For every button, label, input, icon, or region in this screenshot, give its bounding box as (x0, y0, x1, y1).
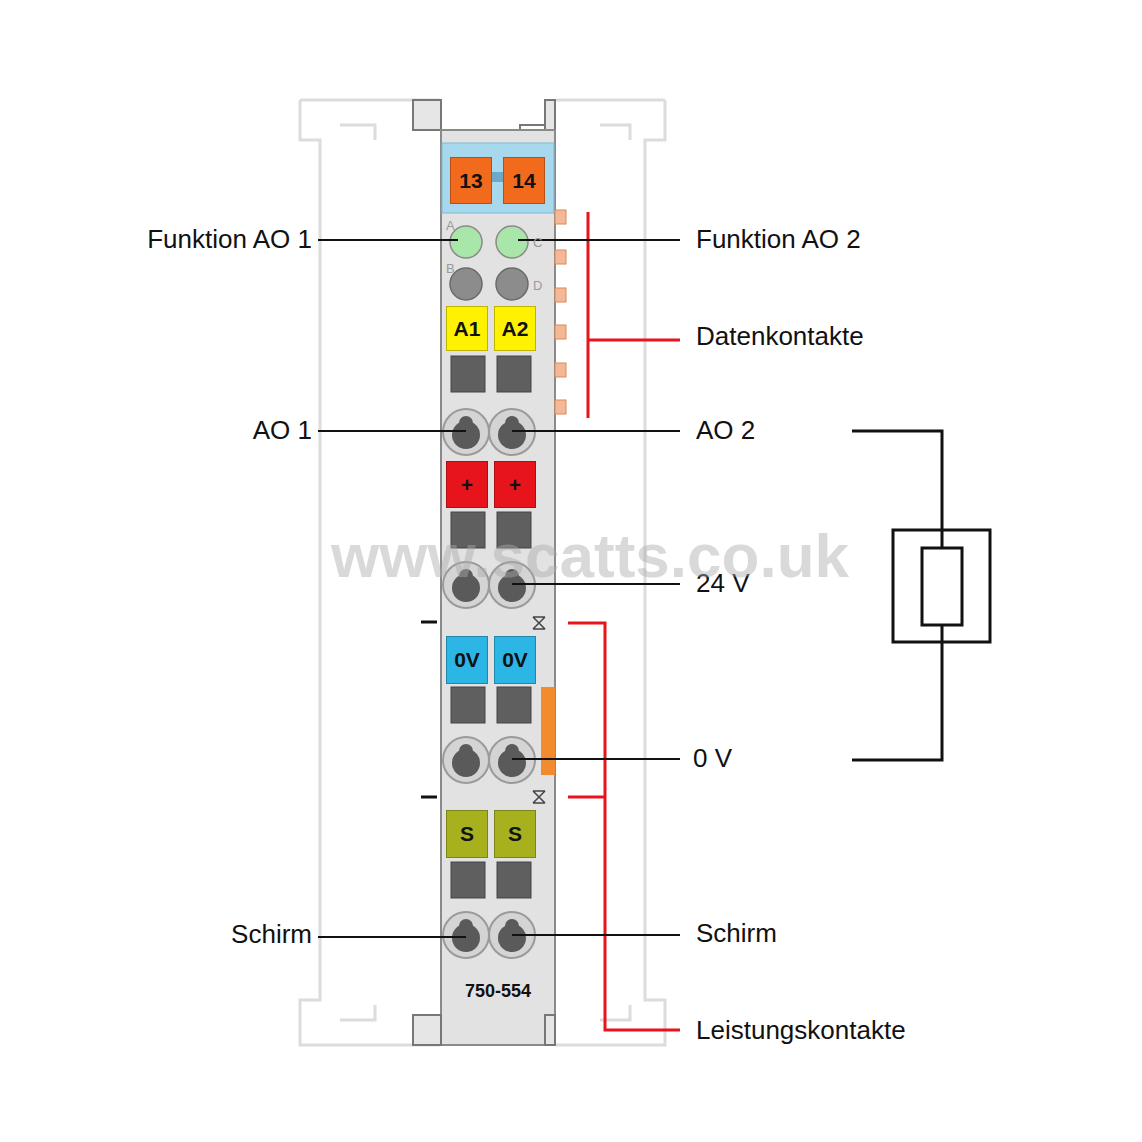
led-letter: C (533, 236, 542, 249)
leader-line (318, 240, 680, 937)
led-letter: A (446, 219, 455, 232)
terminal-marker: 0V (446, 636, 488, 684)
signal-label: AO 1 (253, 417, 312, 443)
terminal-label: 0V (502, 648, 528, 672)
signal-label: 0 V (693, 745, 732, 771)
terminal-label: S (460, 822, 474, 846)
terminal-label: + (509, 473, 521, 497)
resistor-symbol (852, 431, 990, 760)
terminal-marker: A1 (446, 306, 488, 351)
terminal-marker: 14 (503, 157, 545, 204)
signal-label: Schirm (696, 920, 777, 946)
led-letter: D (533, 279, 542, 292)
function-label: Funktion AO 1 (147, 226, 312, 252)
terminal-marker: A2 (494, 306, 536, 351)
group-label: Leistungskontakte (696, 1017, 906, 1043)
terminal-label: + (461, 473, 473, 497)
led-letter: B (446, 262, 455, 275)
function-label: Funktion AO 2 (696, 226, 861, 252)
group-label: Datenkontakte (696, 323, 864, 349)
terminal-label: S (508, 822, 522, 846)
signal-label: Schirm (231, 921, 312, 947)
bracket (568, 212, 680, 1030)
terminal-marker: S (446, 810, 488, 858)
terminal-label: A2 (502, 317, 529, 341)
watermark: www.scatts.co.uk (331, 525, 849, 587)
terminal-marker: 13 (450, 157, 492, 204)
signal-label: AO 2 (696, 417, 755, 443)
terminal-marker: + (446, 461, 488, 508)
terminal-marker: S (494, 810, 536, 858)
module-body: 750-554 13 14A1 A2 + +0V 0V S S (441, 130, 555, 1045)
terminal-marker: 0V (494, 636, 536, 684)
terminal-label: 0V (454, 648, 480, 672)
terminal-label: A1 (454, 317, 481, 341)
part-number: 750-554 (441, 981, 555, 1002)
terminal-label: 14 (512, 169, 535, 193)
terminal-label: 13 (459, 169, 482, 193)
terminal-marker: + (494, 461, 536, 508)
